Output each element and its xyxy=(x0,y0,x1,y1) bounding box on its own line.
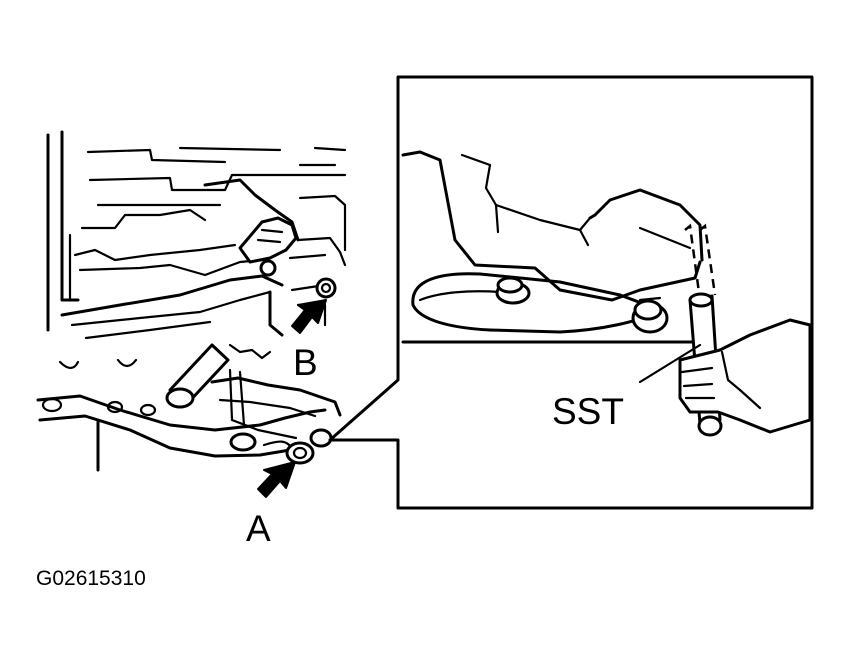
detail-view xyxy=(401,150,812,437)
bolt-pointer-arrow-icon xyxy=(291,299,327,334)
bolt-pointer-arrow-icon xyxy=(257,461,296,498)
detail-callout xyxy=(328,75,814,510)
sst-label: SST xyxy=(552,391,624,432)
bolt-a-label: A xyxy=(246,508,271,549)
underbody-view xyxy=(36,130,347,472)
bolt-b-label: B xyxy=(293,342,318,383)
figure-code: G02615310 xyxy=(36,567,146,590)
